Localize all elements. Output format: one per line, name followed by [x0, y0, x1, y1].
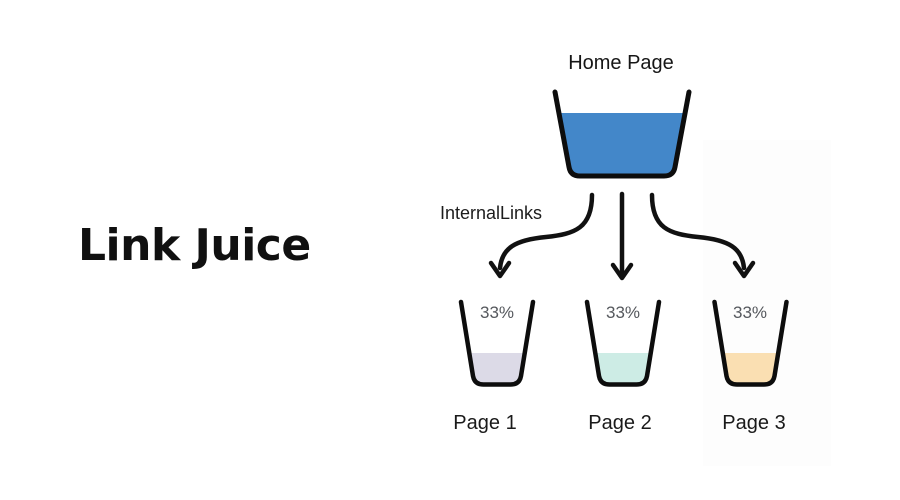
- page-title: Link Juice: [78, 220, 311, 271]
- page-1-share-label: 33%: [479, 303, 515, 322]
- page-3-label: Page 3: [722, 412, 786, 434]
- page-2-label: Page 2: [588, 412, 652, 434]
- cup-page-3: [712, 299, 789, 387]
- arrow-right-head-icon: [732, 260, 756, 279]
- page-2-share-label: 33%: [605, 303, 641, 322]
- page-1-label: Page 1: [453, 412, 517, 434]
- arrow-left: [497, 192, 595, 271]
- cup-2-outline: [584, 299, 662, 387]
- cup-2-liquid: [594, 353, 652, 383]
- cup-3-liquid: [722, 353, 779, 383]
- arrow-middle-head-icon: [610, 262, 634, 281]
- cup-1-liquid: [468, 353, 526, 383]
- bucket-outline: [552, 89, 692, 179]
- internal-link-arrows: [488, 191, 756, 281]
- cup-3-outline: [712, 299, 789, 387]
- internal-links-label: InternalLinks: [439, 203, 543, 223]
- home-page-bucket: [552, 89, 692, 179]
- cup-page-1: [458, 299, 536, 387]
- cup-page-2: [584, 299, 662, 387]
- home-page-label: Home Page: [568, 52, 674, 74]
- arrow-left-head-icon: [488, 260, 512, 279]
- page-3-share-label: 33%: [732, 303, 768, 322]
- bucket-liquid: [559, 113, 685, 174]
- arrow-right: [649, 192, 747, 271]
- cup-1-outline: [458, 299, 536, 387]
- diagram-background: [703, 140, 831, 466]
